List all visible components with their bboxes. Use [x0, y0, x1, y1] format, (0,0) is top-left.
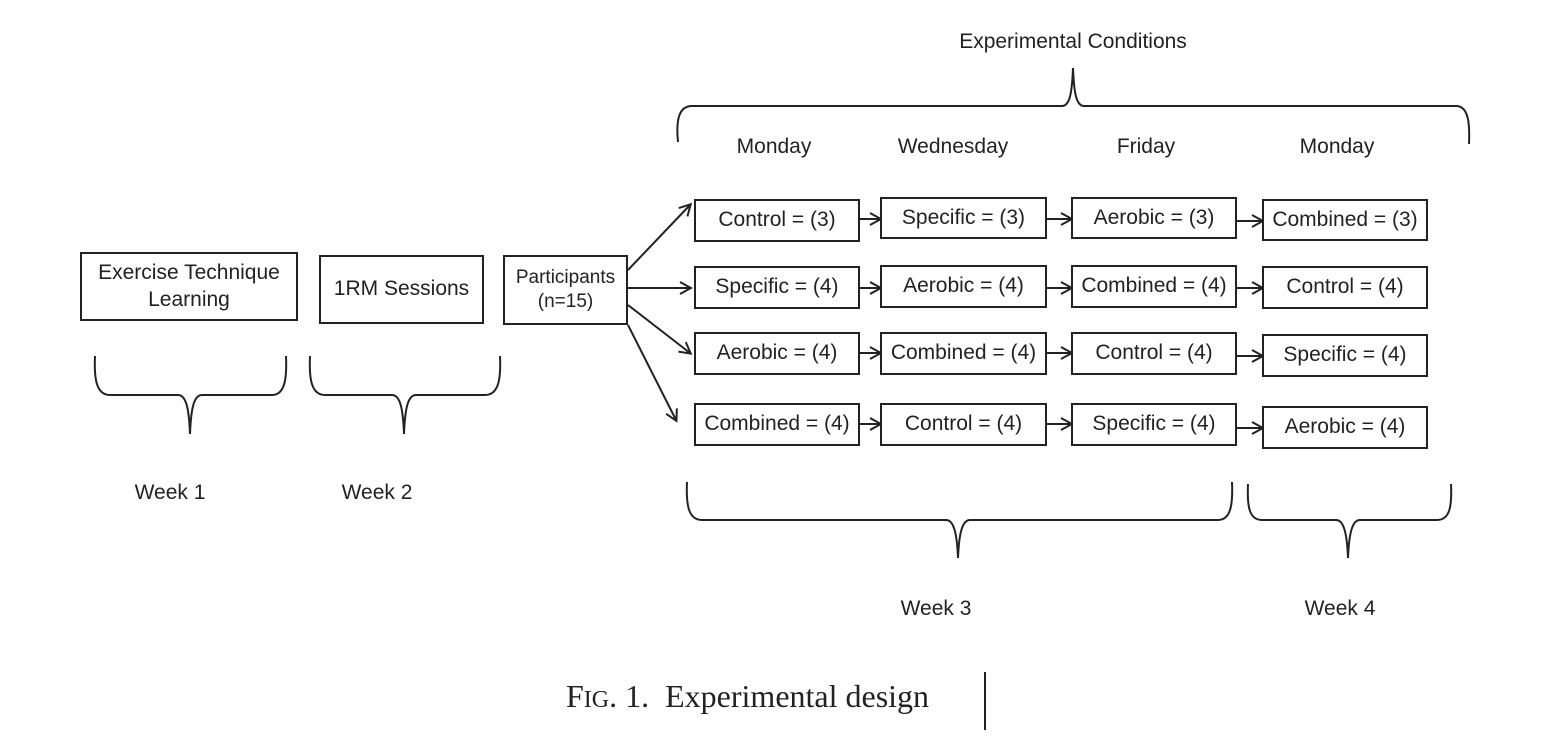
condition-box: Combined = (4) [694, 403, 860, 446]
week-3-label: Week 3 [900, 597, 972, 620]
day-label-3: Friday [1116, 135, 1176, 158]
condition-label: Aerobic = (4) [716, 341, 838, 365]
week-1-label: Week 1 [134, 481, 206, 504]
condition-label: Specific = (4) [1283, 343, 1407, 367]
condition-label: Specific = (4) [1092, 412, 1216, 436]
week-4-label: Week 4 [1304, 597, 1376, 620]
condition-box: Combined = (3) [1262, 199, 1428, 241]
exercise-technique-line2: Learning [148, 287, 230, 311]
condition-label: Combined = (4) [1081, 274, 1227, 298]
conditions-brace [676, 67, 1471, 145]
condition-box: Specific = (4) [1071, 403, 1237, 446]
exercise-technique-box: Exercise Technique Learning [80, 252, 298, 321]
condition-box: Aerobic = (3) [1071, 197, 1237, 239]
condition-label: Combined = (4) [704, 412, 850, 436]
condition-box: Combined = (4) [1071, 265, 1237, 308]
experimental-conditions-title: Experimental Conditions [959, 30, 1187, 53]
condition-box: Specific = (4) [1262, 334, 1428, 377]
condition-label: Specific = (4) [715, 275, 839, 299]
caption-text: Experimental design [665, 678, 930, 714]
week-2-label: Week 2 [341, 481, 413, 504]
participants-label: Participants [515, 267, 616, 289]
condition-box: Aerobic = (4) [1262, 406, 1428, 449]
1rm-sessions-box: 1RM Sessions [319, 255, 484, 324]
week1-brace [93, 355, 288, 435]
figure-caption: FIG. 1. Experimental design [566, 678, 929, 715]
condition-label: Aerobic = (4) [1284, 415, 1406, 439]
condition-box: Control = (3) [694, 199, 860, 242]
day-label-4: Monday [1299, 135, 1375, 158]
caption-prefix-rest: IG [583, 687, 610, 713]
text-cursor [984, 672, 986, 730]
week3-brace [685, 481, 1234, 559]
week2-brace [308, 355, 502, 435]
caption-prefix-first: F [566, 678, 584, 714]
day-label-1: Monday [736, 135, 812, 158]
condition-label: Combined = (4) [890, 341, 1037, 365]
condition-label: Control = (3) [718, 208, 836, 232]
condition-box: Combined = (4) [880, 332, 1047, 375]
condition-label: Control = (4) [1286, 275, 1404, 299]
condition-box: Aerobic = (4) [694, 332, 860, 375]
exercise-technique-line1: Exercise Technique [98, 261, 280, 285]
1rm-sessions-label: 1RM Sessions [333, 277, 470, 301]
condition-box: Aerobic = (4) [880, 265, 1047, 308]
caption-number: . 1. [609, 678, 650, 714]
condition-label: Control = (4) [904, 412, 1023, 436]
condition-label: Control = (4) [1095, 341, 1213, 365]
condition-box: Specific = (3) [880, 197, 1047, 239]
condition-box: Specific = (4) [694, 266, 860, 309]
condition-box: Control = (4) [880, 403, 1047, 446]
condition-box: Control = (4) [1071, 332, 1237, 375]
fan-arrow-3 [627, 304, 690, 353]
week4-brace [1246, 483, 1453, 559]
condition-label: Combined = (3) [1272, 207, 1418, 231]
condition-box: Control = (4) [1262, 266, 1428, 309]
condition-label: Aerobic = (4) [903, 274, 1024, 298]
participants-box: Participants (n=15) [503, 255, 628, 325]
day-label-2: Wednesday [897, 135, 1009, 158]
condition-label: Specific = (3) [901, 205, 1026, 229]
fan-arrow-1 [627, 205, 690, 271]
participants-count: (n=15) [537, 291, 594, 312]
fan-arrow-4 [627, 324, 676, 420]
condition-label: Aerobic = (3) [1093, 205, 1215, 229]
